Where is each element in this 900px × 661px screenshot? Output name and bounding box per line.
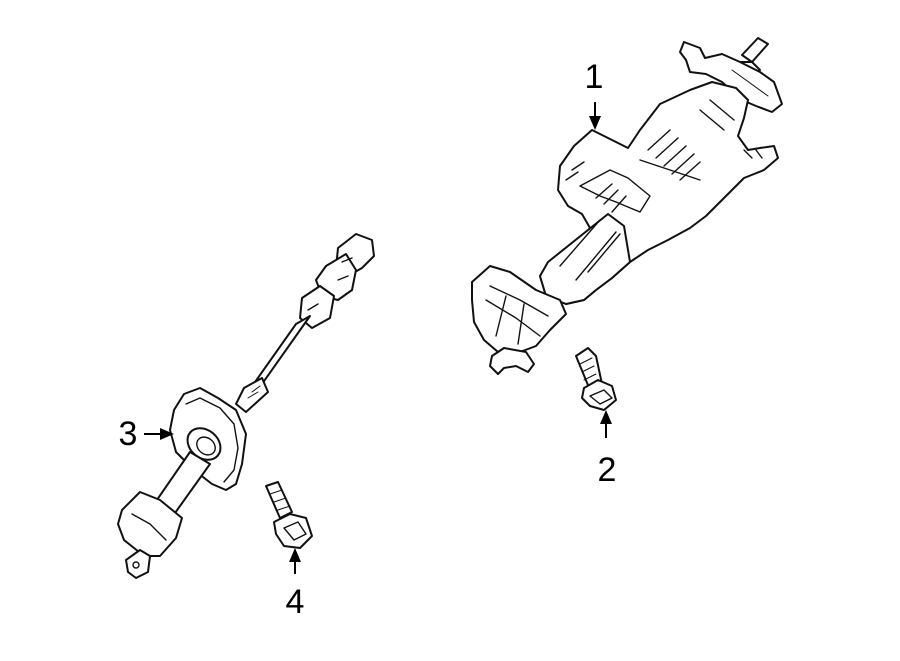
callout-label-3: 3 [119,415,138,453]
bolt-2 [575,347,617,411]
callout-label-1: 1 [585,58,604,96]
callout-3: 3 [119,415,174,453]
callout-4: 4 [286,548,305,621]
callout-1: 1 [585,58,604,130]
bolt-4 [265,481,313,549]
steering-column-assembly [471,37,783,375]
callout-label-2: 2 [598,451,617,489]
callout-label-4: 4 [286,583,305,621]
callout-2: 2 [598,410,617,489]
intermediate-shaft [117,233,375,579]
